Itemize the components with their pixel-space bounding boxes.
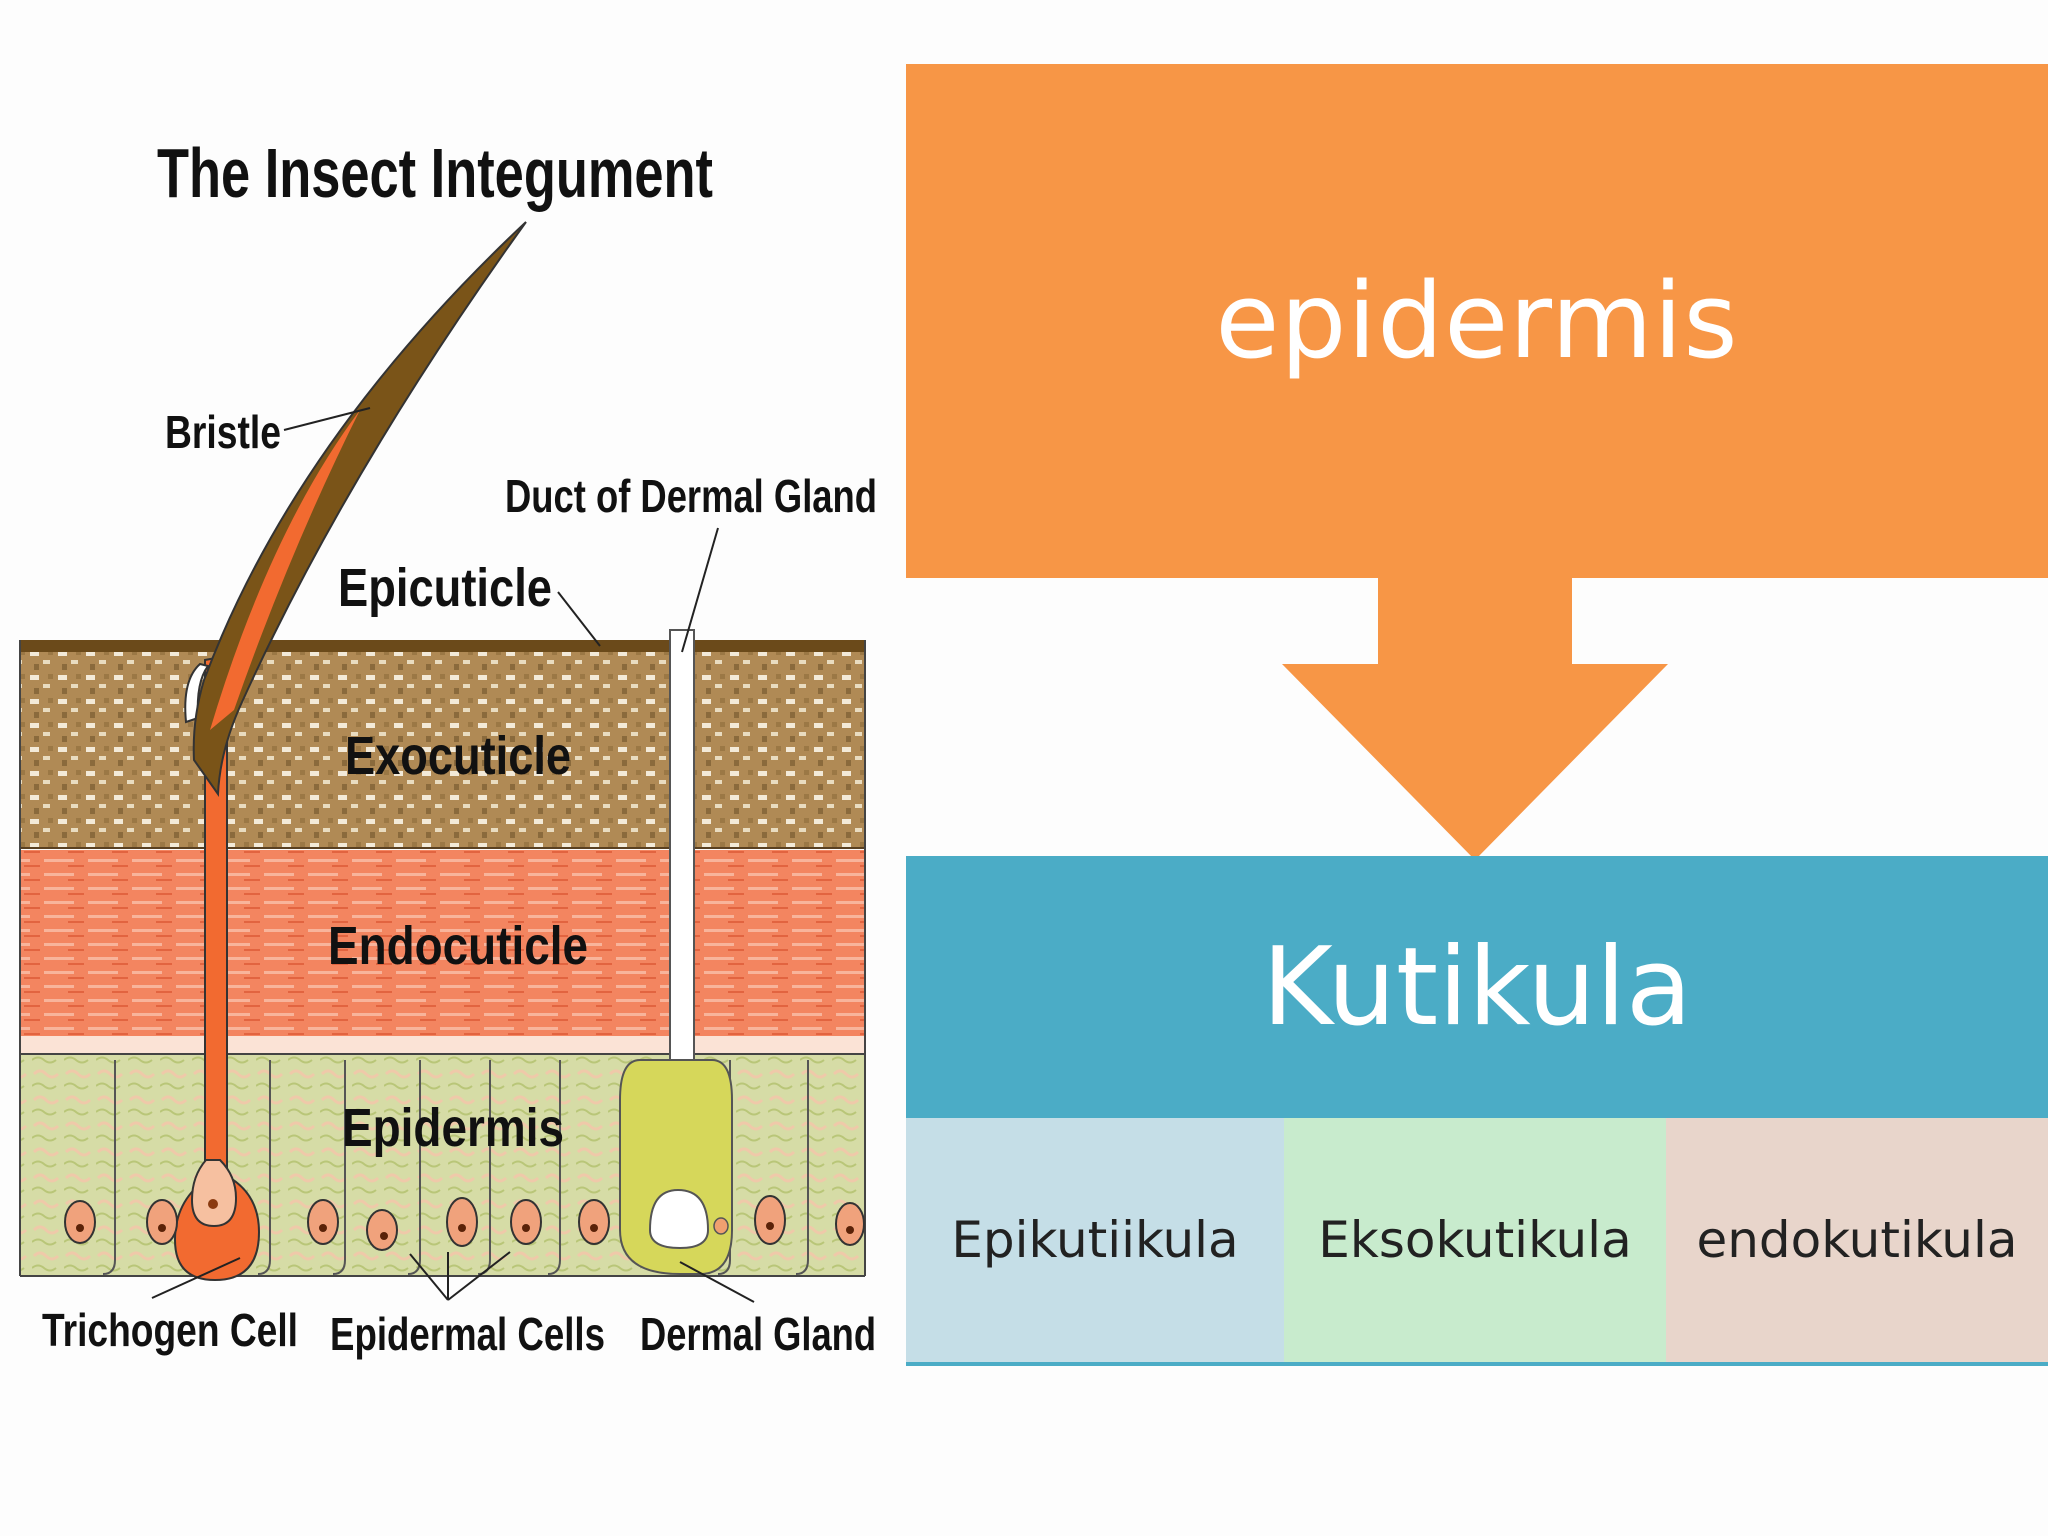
exocuticle-layer <box>20 652 865 848</box>
layer-eksokutikula: Eksokutikula <box>1284 1118 1666 1362</box>
epidermis-box: epidermis <box>906 64 2048 578</box>
trichogen-cell <box>173 654 261 1282</box>
kutikula-box: Kutikula <box>906 856 2048 1118</box>
insect-integument-diagram: The Insect Integument <box>19 134 877 1360</box>
endocuticle-layer <box>20 850 865 1036</box>
epidermal-nuclei <box>64 1195 865 1251</box>
bristle <box>192 221 527 797</box>
label-dermal-gland: Dermal Gland <box>640 1308 876 1360</box>
layers-underline <box>906 1362 2048 1366</box>
label-exocuticle: Exocuticle <box>345 726 571 786</box>
epidermal-cell-walls <box>102 1060 809 1275</box>
layer-endokutikula: endokutikula <box>1666 1118 2048 1362</box>
kutikula-box-label: Kutikula <box>1261 924 1693 1050</box>
label-trichogen-cell: Trichogen Cell <box>42 1304 298 1356</box>
label-duct-of-dermal-gland: Duct of Dermal Gland <box>505 470 877 522</box>
epicuticle-layer <box>20 640 865 652</box>
down-arrow-icon <box>1282 576 1668 860</box>
down-arrow-shape <box>1282 576 1668 860</box>
layer-endokutikula-label: endokutikula <box>1696 1211 2018 1269</box>
label-bristle: Bristle <box>165 406 281 458</box>
diagram-title: The Insect Integument <box>157 134 713 212</box>
leader-lines <box>151 407 755 1303</box>
label-epicuticle: Epicuticle <box>338 558 552 618</box>
label-epidermal-cells: Epidermal Cells <box>330 1308 605 1360</box>
epidermis-layer <box>20 1054 865 1276</box>
epidermis-box-label: epidermis <box>1215 260 1739 382</box>
label-epidermis: Epidermis <box>342 1098 564 1158</box>
layer-eksokutikula-label: Eksokutikula <box>1318 1211 1632 1269</box>
label-endocuticle: Endocuticle <box>328 916 588 976</box>
layer-epikutiikula: Epikutiikula <box>906 1118 1284 1362</box>
layer-epikutiikula-label: Epikutiikula <box>951 1211 1239 1269</box>
